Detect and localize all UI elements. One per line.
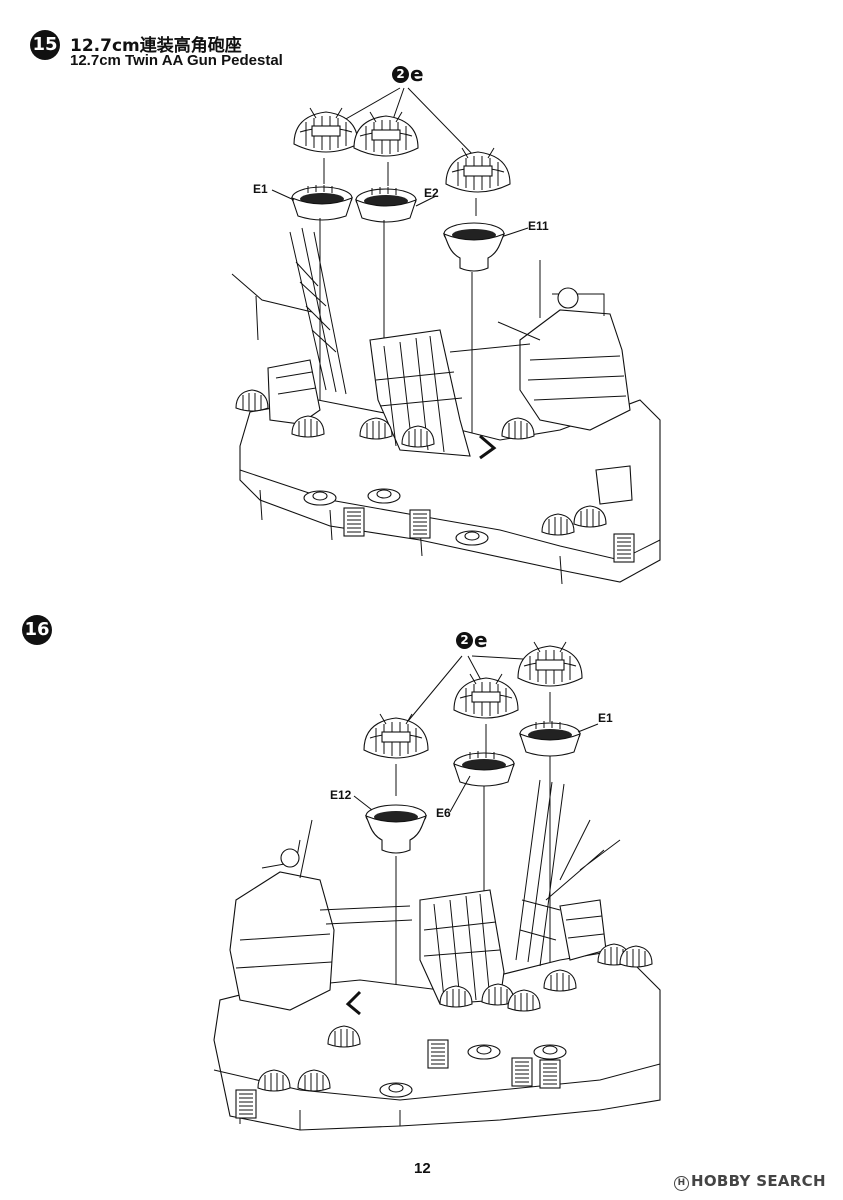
step-16-badge: 16 xyxy=(22,615,52,645)
step-16-part-label-e6: E6 xyxy=(436,806,451,820)
sprue-letter: e xyxy=(474,628,488,652)
sprue-letter: e xyxy=(410,62,424,86)
page-number: 12 xyxy=(414,1160,431,1177)
sprue-number-badge: 2 xyxy=(392,66,409,83)
step-15-part-label-e1: E1 xyxy=(253,182,268,196)
step-16-part-label-e12: E12 xyxy=(330,788,352,802)
sprue-number-badge: 2 xyxy=(456,632,473,649)
step-15-title-jp: 12.7cm連装高角砲座 xyxy=(70,36,242,56)
step-15-part-label-e11: E11 xyxy=(528,219,549,233)
step-15-diagram xyxy=(231,87,661,585)
step-15-badge: 15 xyxy=(30,30,60,60)
step-16-diagram xyxy=(213,641,661,1131)
watermark-logo-icon: H xyxy=(674,1176,689,1191)
watermark-text: HOBBY SEARCH xyxy=(691,1172,826,1190)
step-16-part-label-e1: E1 xyxy=(598,711,613,725)
step-15-title-en: 12.7cm Twin AA Gun Pedestal xyxy=(70,52,283,69)
